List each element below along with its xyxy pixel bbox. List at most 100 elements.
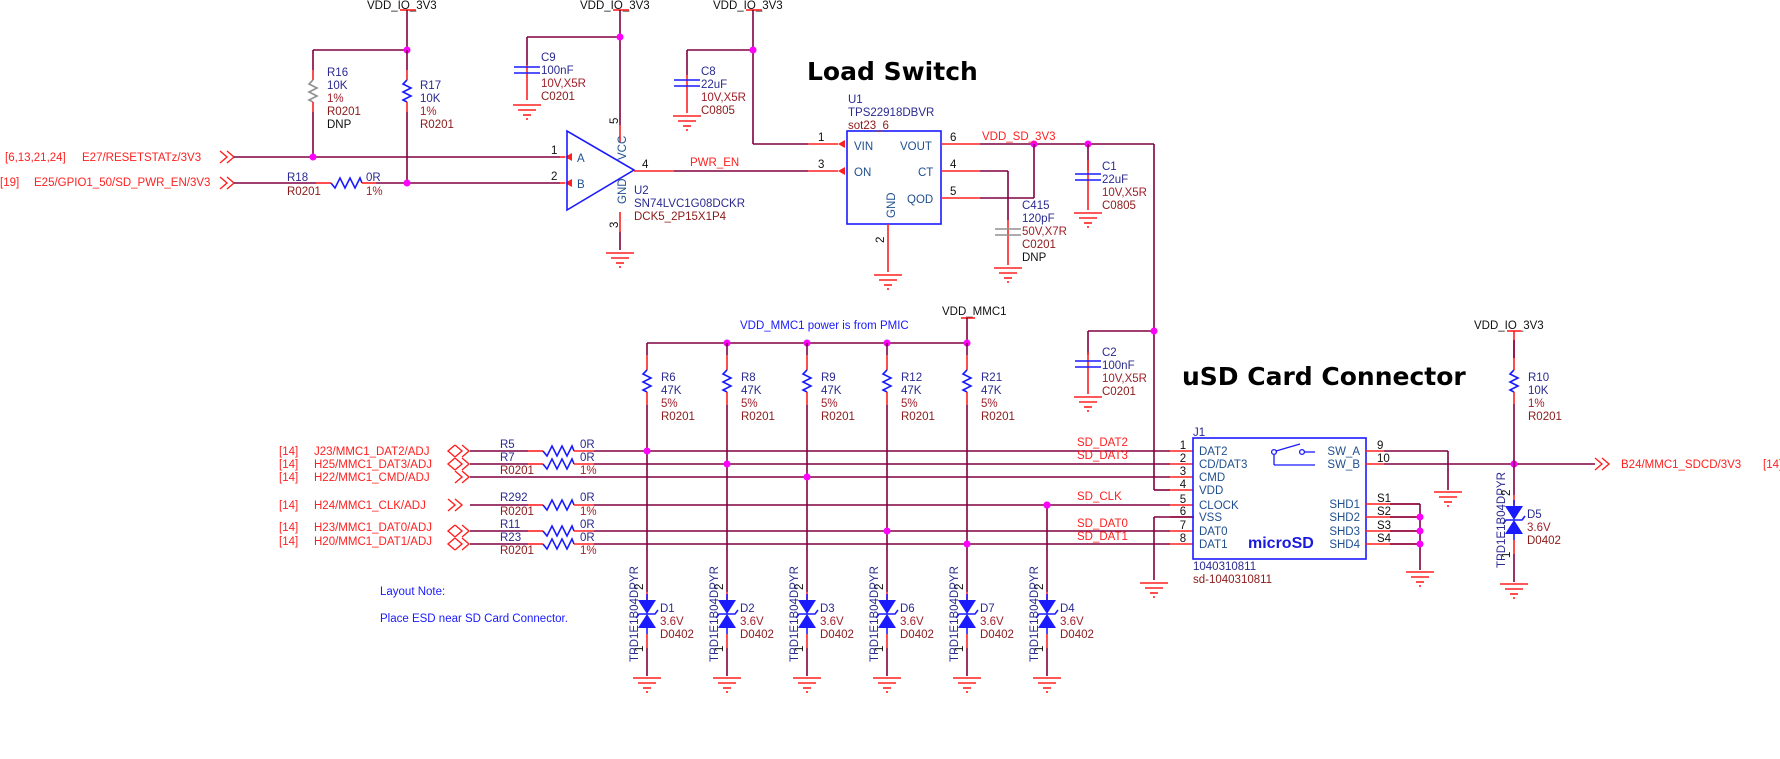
u1-ref: U1	[848, 94, 863, 106]
offpage-reset-net[interactable]: E27/RESETSTATz/3V3	[82, 152, 201, 164]
ground-icon	[632, 677, 662, 693]
u1-pin-on: ON	[854, 167, 871, 179]
svg-text:VDD_MMC1: VDD_MMC1	[942, 306, 1007, 318]
d1-pkg: D0402	[660, 629, 694, 641]
c8-ref: C8	[701, 66, 716, 78]
net-label-pwr-en: PWR_EN	[690, 157, 739, 169]
r16-tol: 1%	[327, 93, 344, 105]
power-port-vdd-io-r17: VDD_IO_3V3	[367, 0, 437, 50]
signal-line-clk	[470, 498, 1193, 512]
j1-pin-sw_b: SW_B	[1327, 459, 1360, 471]
d4-ref: D4	[1060, 603, 1075, 615]
series-resistor-dat3	[542, 457, 575, 471]
c8-pkg: C0805	[701, 105, 735, 117]
c9-rating: 10V,X5R	[541, 78, 586, 90]
diode-pin-1: 1	[954, 646, 966, 652]
d4-pkg: D0402	[1060, 629, 1094, 641]
r18-ref: R18	[287, 172, 308, 184]
r18-tol: 1%	[366, 186, 383, 198]
u1-pin-on-no: 3	[818, 159, 824, 171]
offpage-dat3-net[interactable]: H25/MMC1_DAT3/ADJ	[314, 459, 432, 471]
svg-text:VDD_IO_3V3: VDD_IO_3V3	[713, 0, 783, 12]
r23-value: 0R	[580, 532, 595, 544]
c415-ref: C415	[1022, 200, 1050, 212]
offpage-clk-net[interactable]: H24/MMC1_CLK/ADJ	[314, 500, 426, 512]
net-label-sd-dat0: SD_DAT0	[1077, 518, 1128, 530]
layout-note-body: Place ESD near SD Card Connector.	[380, 613, 568, 625]
r23-pkg: R0201	[500, 545, 534, 557]
d3-part: TPD1E1B04DPYR	[789, 566, 801, 662]
d5-value: 3.6V	[1527, 522, 1551, 534]
power-port-vdd-io-u1: VDD_IO_3V3	[713, 0, 783, 144]
offpage-dat1-net[interactable]: H20/MMC1_DAT1/ADJ	[314, 536, 432, 548]
j1-pin-no: S2	[1377, 506, 1391, 518]
capacitor-c8	[672, 46, 757, 131]
svg-text:VDD_IO_3V3: VDD_IO_3V3	[367, 0, 437, 12]
signal-line-dat0	[470, 524, 1193, 538]
diode-pin-2: 2	[1034, 584, 1046, 590]
net-label-sd-dat3: SD_DAT3	[1077, 450, 1128, 462]
d3-ref: D3	[820, 603, 835, 615]
ground-icon	[1499, 583, 1529, 599]
r9-ref: R9	[821, 372, 836, 384]
usd-connector-title: uSD Card Connector	[1182, 362, 1466, 391]
c2-rating: 10V,X5R	[1102, 373, 1147, 385]
r7-value: 0R	[580, 452, 595, 464]
offpage-pwren-net[interactable]: E25/GPIO1_50/SD_PWR_EN/3V3	[34, 177, 210, 189]
u1-pin-ct-no: 4	[950, 159, 957, 171]
r10-tol: 1%	[1528, 398, 1545, 410]
d6-part: TPD1E1B04DPYR	[869, 566, 881, 662]
r21-ref: R21	[981, 372, 1002, 384]
c9-ref: C9	[541, 52, 556, 64]
bidi-arrow-dat3-icon	[447, 457, 470, 471]
r9-pkg: R0201	[821, 411, 855, 423]
diode-pin-1: 1	[794, 646, 806, 652]
card-detect-switch-icon	[1270, 443, 1315, 466]
d1-value: 3.6V	[660, 616, 684, 628]
j1-pin-no: S3	[1377, 520, 1391, 532]
junction-dot	[883, 527, 891, 535]
u2-ref: U2	[634, 185, 649, 197]
r12-ref: R12	[901, 372, 922, 384]
net-label-sd-dat2: SD_DAT2	[1077, 437, 1128, 449]
r6-ref: R6	[661, 372, 676, 384]
d6-ref: D6	[900, 603, 915, 615]
signal-line-dat2	[470, 444, 1193, 458]
c1-ref: C1	[1102, 161, 1117, 173]
d3-pkg: D0402	[820, 629, 854, 641]
u2-pin-a-no: 1	[551, 145, 557, 157]
c415-value: 120pF	[1022, 213, 1055, 225]
resistor-r10	[1508, 331, 1520, 464]
diode-pin-2: 2	[954, 584, 966, 590]
u2-pin-b: B	[577, 179, 585, 191]
d2-value: 3.6V	[740, 616, 764, 628]
j1-pin-no: 2	[1180, 453, 1186, 465]
offpage-dat2-net[interactable]: J23/MMC1_DAT2/ADJ	[314, 446, 429, 458]
j1-pin-dat1: DAT1	[1199, 539, 1228, 551]
capacitor-c2	[1073, 327, 1158, 412]
resistor-r17	[401, 50, 413, 183]
r292-pkg: R0201	[500, 506, 534, 518]
u1-pkg: sot23_6	[848, 120, 889, 132]
offpage-sdcd-net[interactable]: B24/MMC1_SDCD/3V3	[1621, 459, 1741, 471]
u2-pin-vcc: VCC	[617, 136, 629, 160]
offpage-cmd-net[interactable]: H22/MMC1_CMD/ADJ	[314, 472, 430, 484]
u2-part: SN74LVC1G08DCKR	[634, 198, 745, 210]
r8-value: 47K	[741, 385, 762, 397]
offpage-dat3-ref: [14]	[279, 459, 298, 471]
ground-icon	[792, 677, 822, 693]
r8-pkg: R0201	[741, 411, 775, 423]
j1-pin-dat0: DAT0	[1199, 526, 1228, 538]
power-port-vdd-io-u2: VDD_IO_3V3	[580, 0, 650, 125]
d1-ref: D1	[660, 603, 675, 615]
offpage-dat0-net[interactable]: H23/MMC1_DAT0/ADJ	[314, 522, 432, 534]
